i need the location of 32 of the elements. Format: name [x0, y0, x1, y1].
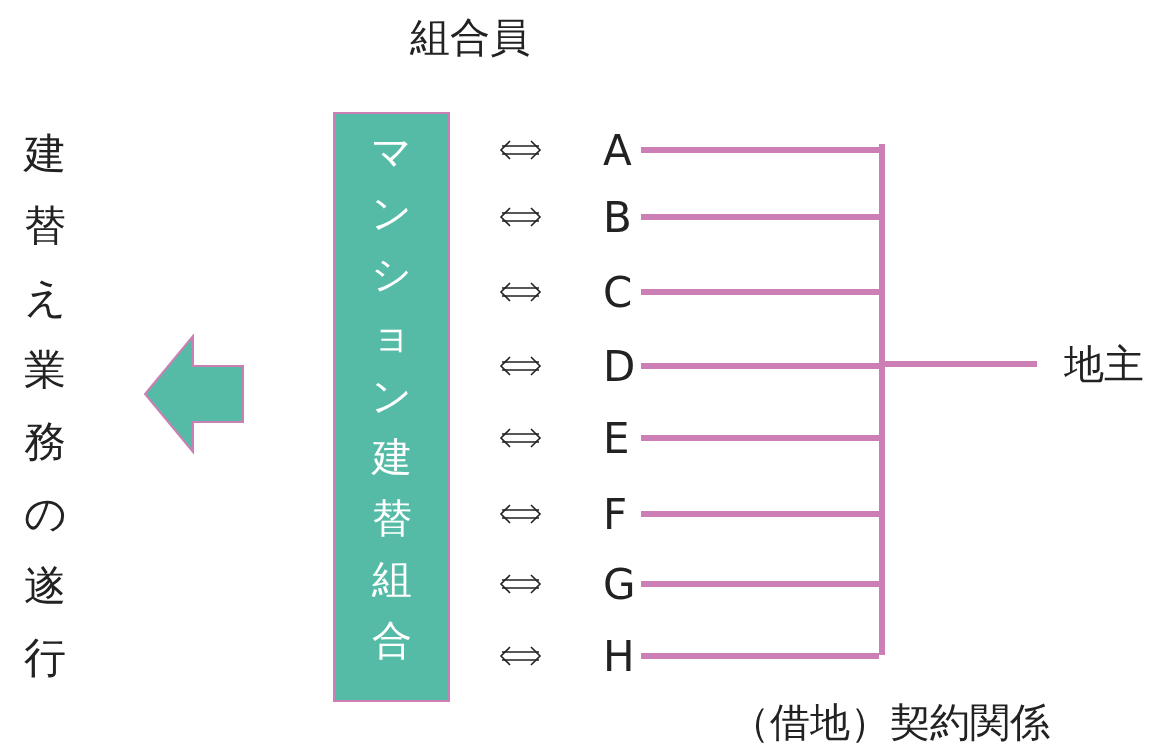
double-arrow — [499, 282, 542, 302]
double-arrow — [499, 140, 542, 160]
member-letter: B — [603, 191, 639, 243]
double-arrow — [499, 428, 542, 448]
double-arrow — [499, 356, 542, 376]
block-arrow — [143, 333, 244, 455]
column-heading: 組合員 — [410, 13, 530, 62]
member-letter: F — [603, 488, 639, 540]
member-letter: H — [603, 630, 639, 682]
member-letter: G — [603, 558, 639, 610]
member-letter: E — [603, 412, 639, 464]
caption-text: （借地）契約関係 — [730, 698, 1050, 747]
contract-line — [641, 653, 879, 659]
organization-box: マンション建替組合 — [333, 112, 450, 702]
double-arrow — [499, 646, 542, 666]
landowner-label: 地主 — [1038, 338, 1171, 390]
vertical-text: 建替え業務の遂行 — [18, 118, 74, 688]
contract-line — [641, 289, 879, 295]
member-letter: A — [603, 124, 639, 176]
contract-line — [885, 361, 1037, 367]
member-letter: C — [603, 266, 639, 318]
double-arrow — [499, 207, 542, 227]
vertical-bar — [879, 144, 885, 655]
contract-line — [641, 363, 879, 369]
double-arrow — [499, 504, 542, 524]
contract-line — [641, 435, 879, 441]
contract-line — [641, 214, 879, 220]
contract-line — [641, 147, 879, 153]
contract-line — [641, 511, 879, 517]
member-letter: D — [603, 340, 639, 392]
double-arrow — [499, 574, 542, 594]
contract-line — [641, 581, 879, 587]
